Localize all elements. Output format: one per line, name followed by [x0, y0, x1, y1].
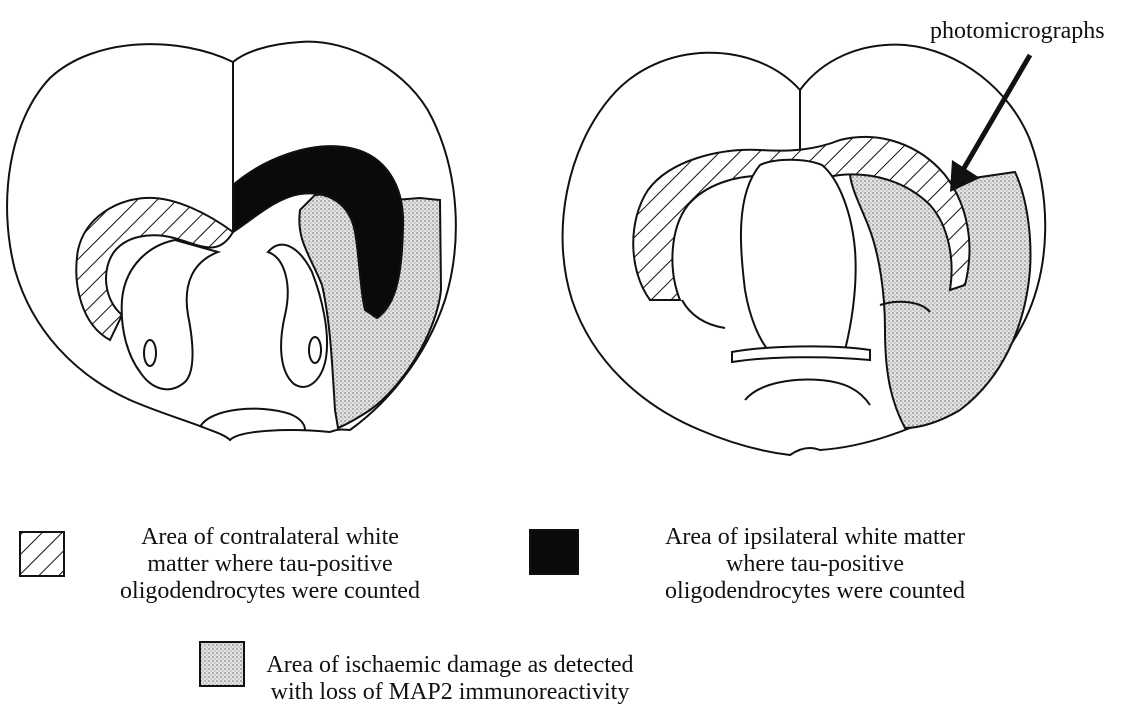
legend-black-line-2: where tau-positive: [600, 551, 1030, 578]
legend-dotted-line-2: with loss of MAP2 immunoreactivity: [250, 679, 650, 706]
legend-dotted-text: Area of ischaemic damage as detected wit…: [250, 652, 650, 706]
legend-black-swatch: [530, 530, 578, 574]
legend-hatched-text: Area of contralateral white matter where…: [90, 524, 450, 605]
left-small-oval-right: [309, 337, 321, 363]
photomicrographs-label: photomicrographs: [930, 18, 1105, 45]
legend-hatched-swatch: [20, 532, 64, 576]
legend-hatched-line-3: oligodendrocytes were counted: [90, 578, 450, 605]
legend-black-line-3: oligodendrocytes were counted: [600, 578, 1030, 605]
right-brain-section: [563, 45, 1046, 455]
legend-black-line-1: Area of ipsilateral white matter: [600, 524, 1030, 551]
legend-hatched-line-1: Area of contralateral white: [90, 524, 450, 551]
legend-black-text: Area of ipsilateral white matter where t…: [600, 524, 1030, 605]
legend-dotted-swatch: [200, 642, 244, 686]
right-central-body: [741, 160, 856, 350]
legend-hatched-line-2: matter where tau-positive: [90, 551, 450, 578]
left-brain-section: [7, 42, 456, 440]
legend-dotted-line-1: Area of ischaemic damage as detected: [250, 652, 650, 679]
left-small-oval-left: [144, 340, 156, 366]
